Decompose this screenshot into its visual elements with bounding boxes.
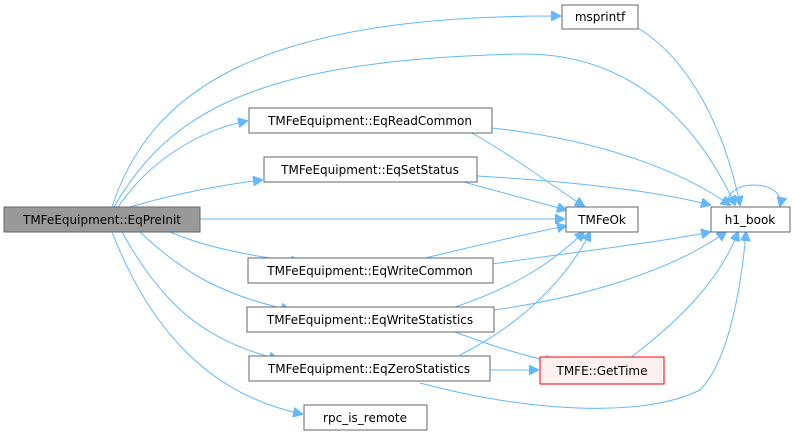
- node-gettime[interactable]: TMFE::GetTime: [539, 356, 665, 385]
- edge-root-eqwritestatistics: [139, 231, 290, 310]
- node-root[interactable]: TMFeEquipment::EqPreInit: [3, 206, 201, 233]
- node-eqsetstatus[interactable]: TMFeEquipment::EqSetStatus: [263, 156, 478, 183]
- edge-eqwritestatistics-h1book: [493, 232, 726, 311]
- node-tmfeok[interactable]: TMFeOk: [565, 206, 639, 233]
- node-rpc-is-remote-label: rpc_is_remote: [323, 411, 407, 425]
- node-msprintf[interactable]: msprintf: [561, 4, 639, 30]
- edge-msprintf-h1book: [637, 27, 740, 205]
- node-tmfeok-box: [565, 206, 639, 233]
- edge-root-eqzerostatistics: [121, 231, 278, 359]
- edge-gettime-h1book: [629, 232, 738, 359]
- node-eqreadcommon-box: [248, 107, 493, 134]
- node-eqwritestatistics-box: [246, 306, 495, 333]
- node-eqsetstatus-box: [263, 156, 478, 183]
- edge-eqreadcommon-tmfeok: [469, 131, 584, 206]
- edge-root-rpcisremote: [111, 231, 302, 414]
- edge-eqwritecommon-tmfeok: [424, 226, 566, 259]
- node-gettime-box: [539, 356, 665, 385]
- node-eqwritecommon-label: TMFeEquipment::EqWriteCommon: [266, 264, 472, 278]
- node-gettime-label: TMFE::GetTime: [555, 364, 647, 378]
- node-eqwritecommon[interactable]: TMFeEquipment::EqWriteCommon: [247, 257, 494, 284]
- node-eqreadcommon[interactable]: TMFeEquipment::EqReadCommon: [248, 107, 493, 134]
- node-h1-book-label: h1_book: [725, 213, 776, 227]
- edges: [111, 16, 781, 414]
- node-msprintf-box: [561, 4, 639, 30]
- edge-eqreadcommon-h1book: [491, 127, 730, 205]
- edge-eqzerostatistics-tmfeok: [459, 232, 590, 356]
- node-h1-book-box: [710, 206, 791, 233]
- edge-root-msprintf: [111, 16, 560, 208]
- node-eqreadcommon-label: TMFeEquipment::EqReadCommon: [267, 114, 472, 128]
- edge-eqsetstatus-h1book: [476, 175, 710, 205]
- node-root-box: [3, 206, 201, 233]
- node-root-label: TMFeEquipment::EqPreInit: [22, 213, 181, 227]
- node-tmfeok-label: TMFeOk: [577, 213, 626, 227]
- edge-root-h1book: [113, 53, 735, 208]
- node-eqzerostatistics[interactable]: TMFeEquipment::EqZeroStatistics: [248, 355, 491, 382]
- edge-eqwritecommon-h1book: [491, 232, 710, 265]
- node-eqwritecommon-box: [247, 257, 494, 284]
- node-eqsetstatus-label: TMFeEquipment::EqSetStatus: [280, 163, 459, 177]
- edge-root-eqsetstatus: [129, 180, 262, 208]
- node-rpc-is-remote[interactable]: rpc_is_remote: [303, 404, 428, 431]
- node-rpc-is-remote-box: [303, 404, 428, 431]
- edge-root-eqreadcommon: [117, 121, 247, 208]
- node-eqwritestatistics-label: TMFeEquipment::EqWriteStatistics: [266, 313, 473, 327]
- node-eqzerostatistics-box: [248, 355, 491, 382]
- node-eqwritestatistics[interactable]: TMFeEquipment::EqWriteStatistics: [246, 306, 495, 333]
- edge-h1book-self: [727, 184, 781, 206]
- node-h1-book[interactable]: h1_book: [710, 206, 791, 233]
- node-eqzerostatistics-label: TMFeEquipment::EqZeroStatistics: [267, 362, 470, 376]
- edge-eqwritestatistics-tmfeok: [454, 232, 584, 308]
- edge-eqzerostatistics-h1book: [419, 232, 746, 409]
- node-msprintf-label: msprintf: [575, 10, 626, 24]
- edge-eqsetstatus-tmfeok: [459, 180, 566, 210]
